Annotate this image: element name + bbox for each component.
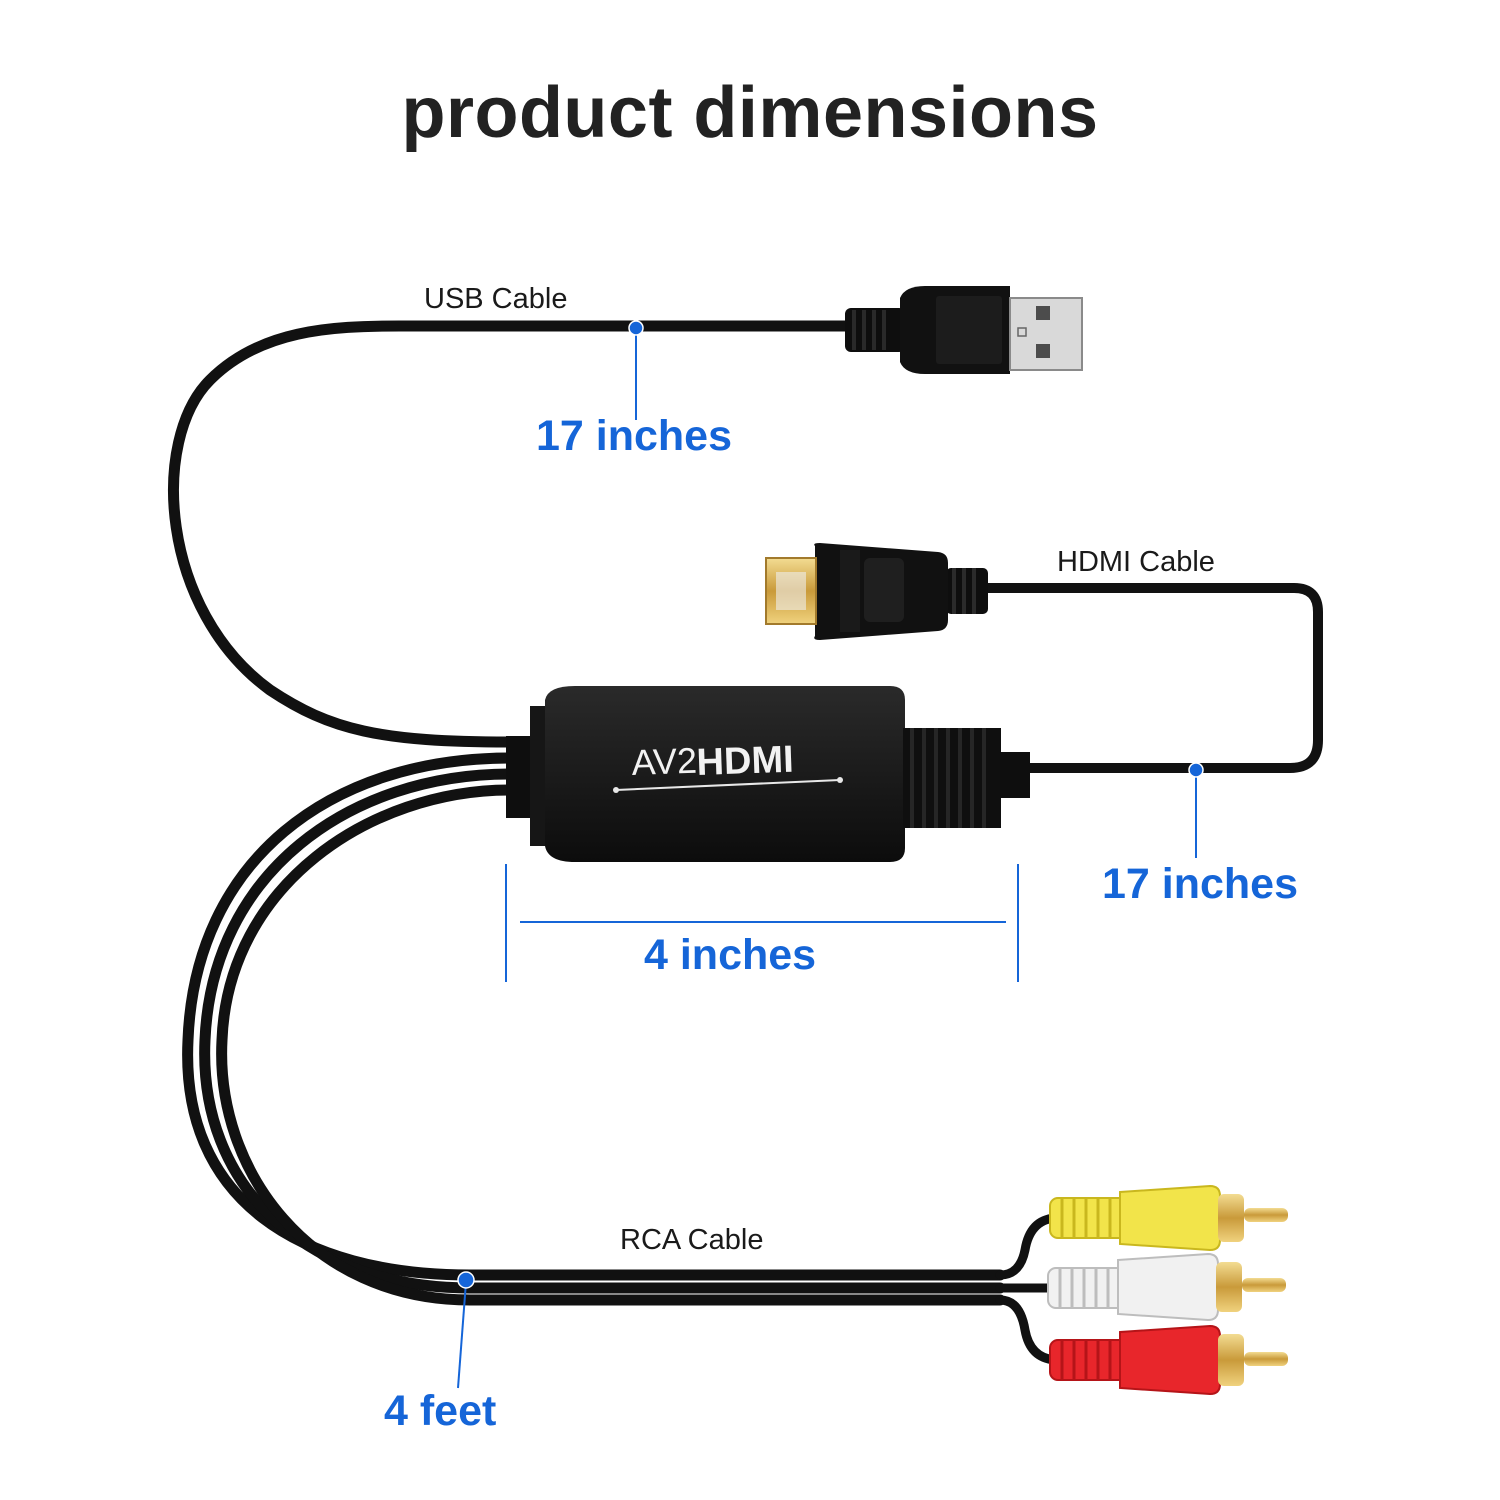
usb-cable-label: USB Cable <box>424 283 568 315</box>
hdmi-plug <box>765 543 988 640</box>
rca-cable-label: RCA Cable <box>620 1224 764 1256</box>
usb-dimension-marker <box>628 320 644 420</box>
hdmi-cable-wire <box>980 583 1323 773</box>
rca-dimension-marker <box>457 1271 475 1389</box>
hdmi-cable-label: HDMI Cable <box>1057 546 1215 578</box>
hdmi-dimension-marker <box>1188 762 1204 858</box>
converter-box: AV2 HDMI <box>506 686 1030 862</box>
rca-plug-yellow <box>1049 1184 1288 1252</box>
rca-length-label: 4 feet <box>384 1387 497 1435</box>
hdmi-length-label: 17 inches <box>1102 860 1298 908</box>
box-brand-prefix: AV2 <box>631 740 698 783</box>
box-width-dimension <box>505 864 1019 982</box>
usb-cable-wire <box>168 320 854 748</box>
usb-plug <box>845 286 1083 374</box>
usb-length-label: 17 inches <box>536 412 732 460</box>
rca-plug-white <box>1047 1252 1286 1322</box>
rca-cable-wire <box>182 752 1006 1306</box>
page-title: product dimensions <box>401 73 1099 153</box>
box-width-label: 4 inches <box>644 931 817 979</box>
box-brand-suffix: HDMI <box>696 739 795 784</box>
rca-plug-red <box>1049 1324 1288 1396</box>
